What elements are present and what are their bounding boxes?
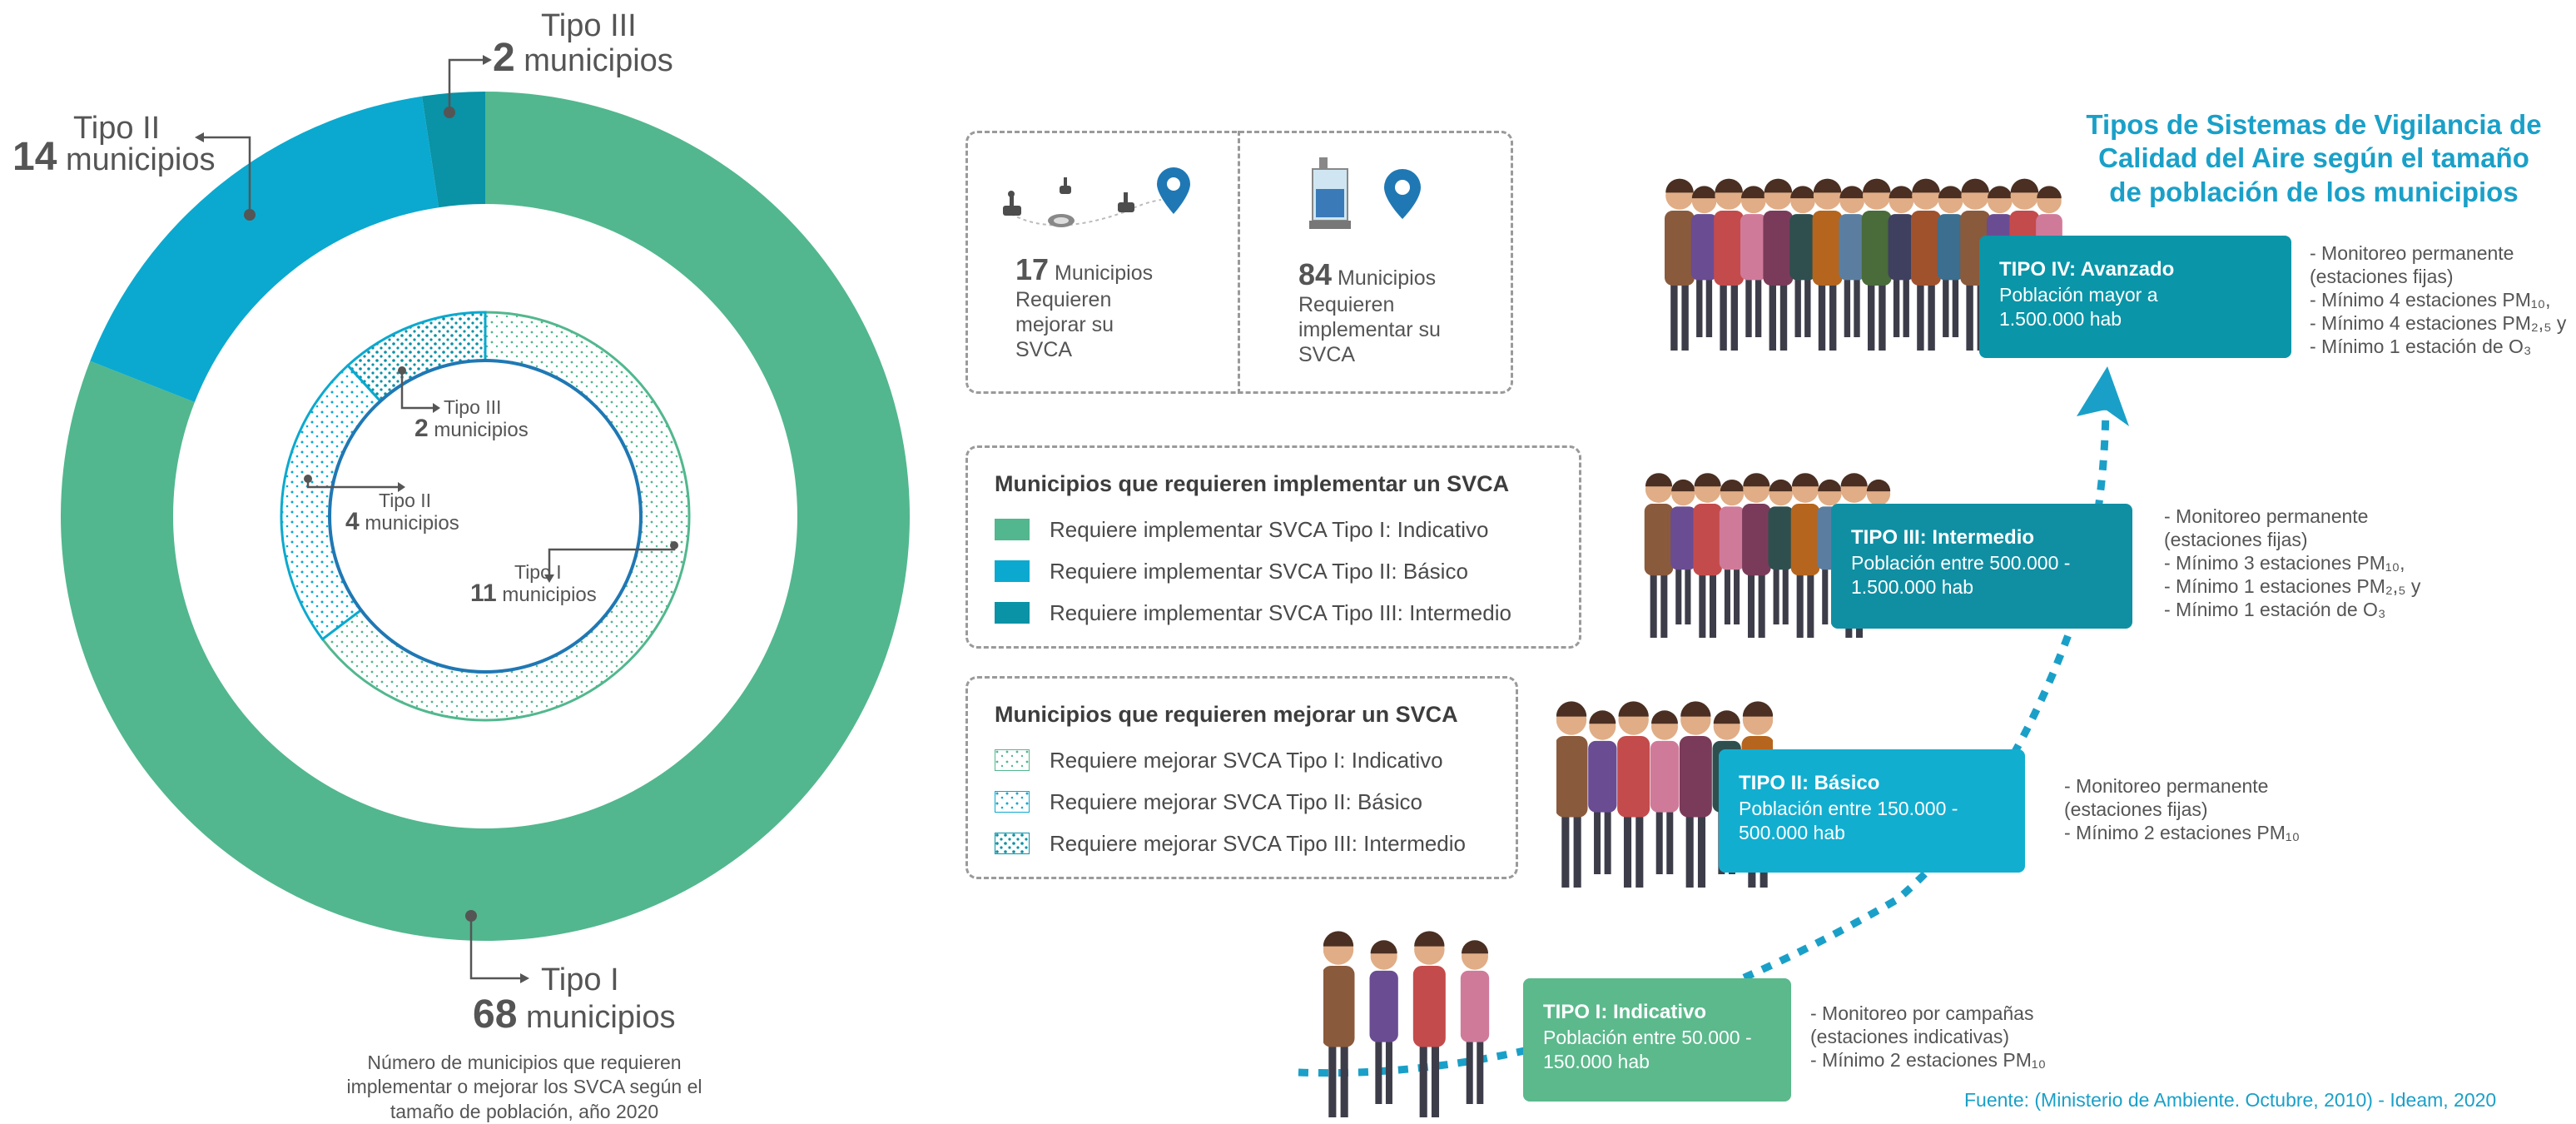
legend-implementar: Municipios que requieren implementar un … bbox=[965, 445, 1581, 649]
inner-ring-border bbox=[328, 359, 643, 674]
stage-tipo2-desc: - Monitoreo permanente (estaciones fijas… bbox=[2064, 775, 2301, 844]
stage-tipo2: TIPO II: Básico Población entre 150.000 … bbox=[1719, 749, 2025, 873]
inner-label-tipo3: Tipo III bbox=[444, 396, 502, 418]
stage-tipo3-name: TIPO III: Intermedio bbox=[1851, 526, 2035, 549]
label-tipo2-count: 14 municipios bbox=[12, 135, 216, 179]
legend-implementar-item: Requiere implementar SVCA Tipo I: Indica… bbox=[995, 509, 1579, 550]
person-figure bbox=[1369, 940, 1398, 1104]
legend-implementar-item: Requiere implementar SVCA Tipo III: Inte… bbox=[995, 592, 1579, 634]
summary-implementar-text: Requieren implementar su SVCA bbox=[1298, 293, 1441, 367]
leader-inner-tipo3 bbox=[400, 371, 433, 410]
stage-tipo1: TIPO I: Indicativo Población entre 50.00… bbox=[1523, 978, 1791, 1102]
person-figure bbox=[1665, 178, 1695, 351]
person-figure bbox=[1644, 473, 1674, 638]
people-group-tipo1-icon bbox=[1323, 931, 1490, 1117]
person-figure bbox=[1412, 931, 1446, 1117]
inner-label-tipo2-count: 4 municipios bbox=[345, 508, 459, 535]
leader-tipo3 bbox=[448, 58, 483, 112]
stage-tipo2-name: TIPO II: Básico bbox=[1739, 772, 1880, 794]
person-figure bbox=[1323, 931, 1355, 1117]
summary-mejorar-text: Requieren mejorar su SVCA bbox=[1015, 288, 1114, 362]
summary-divider bbox=[1238, 131, 1240, 394]
infographic-title: Tipos de Sistemas de Vigilancia de Calid… bbox=[2086, 109, 2542, 207]
stage-tipo4-name: TIPO IV: Avanzado bbox=[1999, 258, 2175, 281]
swatch-dotted-tipo2 bbox=[995, 791, 1030, 813]
chart-caption: Número de municipios que requieren imple… bbox=[346, 1052, 702, 1122]
person-figure bbox=[1763, 178, 1794, 351]
person-figure bbox=[1556, 701, 1588, 888]
monitoring-stations-map-icon bbox=[1003, 167, 1190, 227]
person-figure bbox=[1617, 701, 1650, 888]
swatch-tipo2 bbox=[995, 560, 1030, 582]
swatch-tipo1 bbox=[995, 519, 1030, 540]
stage-tipo3: TIPO III: Intermedio Población entre 500… bbox=[1831, 504, 2132, 629]
legend-mejorar-item: Requiere mejorar SVCA Tipo II: Básico bbox=[995, 781, 1516, 823]
person-figure bbox=[1460, 940, 1490, 1104]
inner-label-tipo2: Tipo II bbox=[379, 490, 432, 511]
legend-implementar-title: Municipios que requieren implementar un … bbox=[995, 471, 1510, 496]
stage-tipo3-pop: Población entre 500.000 - 1.500.000 hab bbox=[1851, 551, 2071, 599]
summary-mejorar: 17 Municipios Requieren mejorar su SVCA bbox=[1015, 252, 1154, 362]
label-tipo1: Tipo I bbox=[541, 962, 619, 997]
arrow-head-icon bbox=[2077, 366, 2129, 426]
person-figure bbox=[1911, 178, 1941, 351]
person-figure bbox=[1790, 473, 1820, 638]
person-figure bbox=[1719, 479, 1745, 624]
person-figure bbox=[1937, 186, 1964, 337]
legend-implementar-item: Requiere implementar SVCA Tipo II: Básic… bbox=[995, 550, 1579, 592]
person-figure bbox=[1670, 479, 1696, 624]
person-figure bbox=[1714, 178, 1745, 351]
person-figure bbox=[1588, 710, 1617, 874]
legend-mejorar: Municipios que requieren mejorar un SVCA… bbox=[965, 676, 1518, 879]
inner-label-tipo1-count: 11 municipios bbox=[470, 579, 597, 607]
stage-tipo2-pop: Población entre 150.000 - 500.000 hab bbox=[1739, 797, 1958, 844]
swatch-dotted-tipo3 bbox=[995, 833, 1030, 854]
legend-mejorar-item: Requiere mejorar SVCA Tipo I: Indicativo bbox=[995, 739, 1516, 781]
label-tipo3: Tipo III bbox=[541, 8, 637, 43]
outer-ring-slice-tipo-iii bbox=[421, 92, 485, 208]
person-figure bbox=[1742, 473, 1771, 638]
source-note: Fuente: (Ministerio de Ambiente. Octubre… bbox=[1964, 1089, 2497, 1111]
summary-implementar: 84 Municipios Requieren implementar su S… bbox=[1298, 257, 1441, 367]
inner-label-tipo1: Tipo I bbox=[514, 561, 562, 583]
person-figure bbox=[1690, 186, 1718, 337]
stage-tipo1-name: TIPO I: Indicativo bbox=[1543, 1001, 1707, 1023]
stage-tipo3-desc: - Monitoreo permanente (estaciones fijas… bbox=[2164, 505, 2421, 621]
leader-tipo2 bbox=[204, 136, 251, 215]
station-map-pin-icon bbox=[1309, 157, 1421, 229]
inner-label-tipo3-count: 2 municipios bbox=[414, 415, 529, 442]
person-figure bbox=[1888, 186, 1915, 337]
inner-ring-slice-tipo-iii bbox=[345, 311, 487, 403]
label-tipo2: Tipo II bbox=[73, 111, 161, 146]
label-tipo3-count: 2 municipios bbox=[493, 36, 673, 80]
swatch-tipo3 bbox=[995, 602, 1030, 624]
stage-tipo4-desc: - Monitoreo permanente (estaciones fijas… bbox=[2310, 242, 2567, 358]
stage-tipo4: TIPO IV: Avanzado Población mayor a 1.50… bbox=[1979, 236, 2291, 358]
person-figure bbox=[1693, 473, 1722, 638]
outer-ring-slice-tipo-ii bbox=[90, 96, 439, 402]
donut-chart bbox=[60, 55, 910, 983]
person-figure bbox=[1839, 186, 1866, 337]
person-figure bbox=[1789, 186, 1816, 337]
label-tipo1-count: 68 municipios bbox=[473, 992, 676, 1037]
stage-tipo4-pop: Población mayor a 1.500.000 hab bbox=[1999, 283, 2158, 331]
person-figure bbox=[1679, 701, 1712, 888]
legend-mejorar-item: Requiere mejorar SVCA Tipo III: Intermed… bbox=[995, 823, 1516, 864]
stage-tipo1-desc: - Monitoreo por campañas (estaciones ind… bbox=[1810, 1002, 2047, 1072]
person-figure bbox=[1768, 479, 1794, 624]
person-figure bbox=[1650, 710, 1680, 874]
person-figure bbox=[1740, 186, 1767, 337]
person-figure bbox=[1812, 178, 1843, 351]
leader-tipo1 bbox=[469, 916, 520, 980]
legend-mejorar-title: Municipios que requieren mejorar un SVCA bbox=[995, 702, 1458, 727]
person-figure bbox=[1861, 178, 1892, 351]
stage-tipo1-pop: Población entre 50.000 - 150.000 hab bbox=[1543, 1026, 1752, 1073]
swatch-dotted-tipo1 bbox=[995, 749, 1030, 771]
